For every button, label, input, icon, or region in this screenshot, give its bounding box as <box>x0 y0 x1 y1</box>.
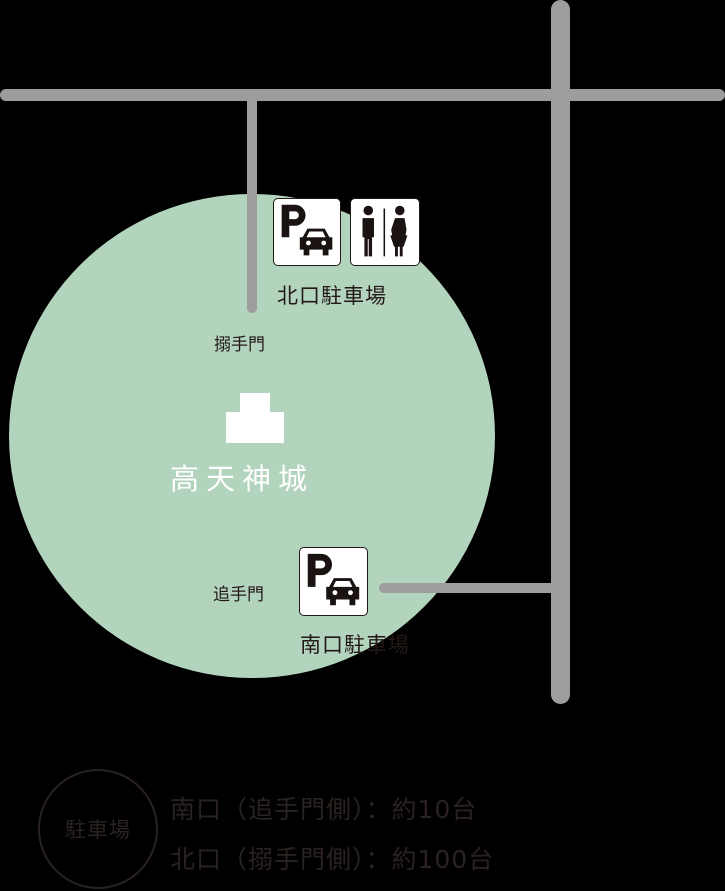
legend-south-capacity: 南口（追手門側）：約10台 <box>170 795 478 824</box>
road-south-branch <box>379 583 559 593</box>
restroom-icon <box>362 205 408 257</box>
road-horizontal-main <box>0 89 725 101</box>
parking-icon <box>281 204 333 256</box>
south-parking-label: 南口駐車場 <box>300 633 410 657</box>
castle-name: 高天神城 <box>170 462 315 496</box>
road-north-branch <box>247 95 257 313</box>
legend-badge-label: 駐車場 <box>65 818 131 842</box>
road-vertical-main <box>551 0 570 704</box>
castle-icon <box>226 393 284 443</box>
south-gate-label: 追手門 <box>213 585 264 605</box>
north-gate-label: 搦手門 <box>214 335 265 355</box>
north-parking-sign[interactable] <box>273 198 341 266</box>
south-parking-sign[interactable] <box>299 547 368 616</box>
legend-north-capacity: 北口（搦手門側）：約100台 <box>170 845 495 874</box>
north-parking-label: 北口駐車場 <box>277 284 387 308</box>
restroom-sign[interactable] <box>350 198 420 266</box>
parking-icon <box>307 553 360 606</box>
legend-parking-badge: 駐車場 <box>38 769 158 889</box>
